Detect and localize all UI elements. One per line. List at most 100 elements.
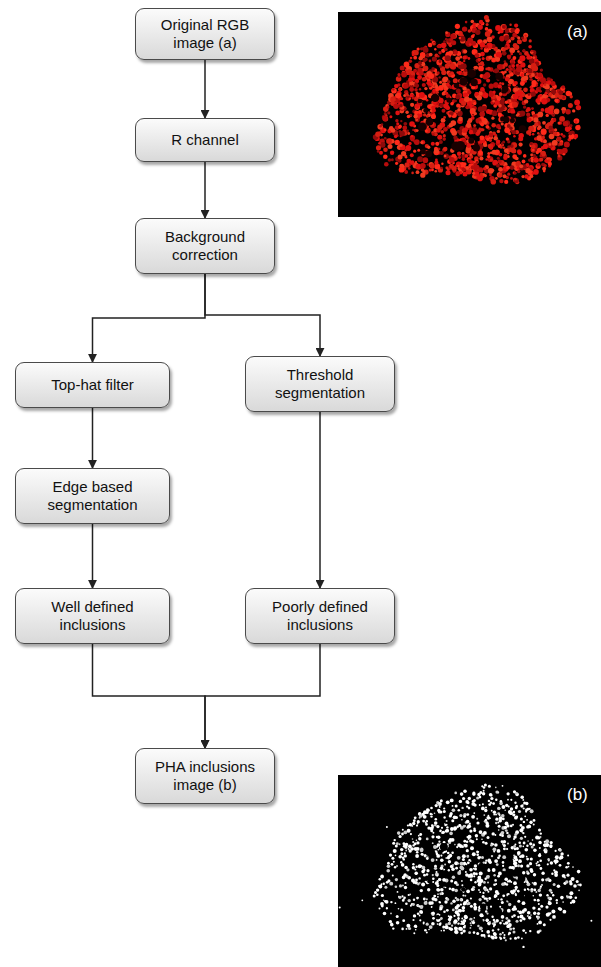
cell-dot [470,905,473,908]
cell-dot [453,826,457,830]
cell-dot [435,170,438,173]
cell-dot [550,120,554,124]
cell-dot [426,118,434,126]
cell-dot [395,902,397,904]
cell-dot [503,937,505,939]
cell-dot [399,835,402,838]
cell-dot [483,881,486,884]
cell-dot [456,104,460,108]
cell-dot [457,871,461,875]
cell-dot [502,86,509,93]
cell-dot [491,916,493,918]
cell-dot [429,60,432,63]
cell-dot [476,818,478,820]
cell-dot [514,81,518,85]
cell-dot [558,90,563,95]
cell-dot [531,50,533,52]
cell-dot [559,908,562,911]
cell-dot [462,152,465,155]
cell-dot [480,111,485,116]
cell-dot [478,889,480,891]
cell-dot [493,847,497,851]
cell-dot [499,906,501,908]
cell-dot [445,925,449,929]
cell-dot [388,158,392,162]
cell-dot [498,104,502,108]
cell-dot [446,112,449,115]
cell-dot [504,62,508,66]
cell-dot [536,151,539,154]
cell-dot [393,849,397,853]
cell-dot [536,87,541,92]
cell-dot [506,137,509,140]
cell-dot [462,158,465,161]
cell-dot [449,44,452,47]
cell-dot [415,161,417,163]
cell-dot [475,53,480,58]
cell-dot [379,908,381,910]
cell-dot [414,872,418,876]
cell-dot [475,834,478,837]
cell-dot [450,812,453,815]
cell-dot [495,177,498,180]
cell-dot [497,130,500,133]
cell-dot [544,84,547,87]
cell-dot [534,137,537,140]
cell-dot [432,917,435,920]
cell-dot [410,160,415,165]
cell-dot [442,137,446,141]
cell-dot [395,119,398,122]
cell-dot [491,179,497,185]
cell-dot [415,866,417,868]
cell-dot [436,888,440,892]
cell-dot [520,804,523,807]
cell-dot [465,21,468,24]
cell-dot [498,108,503,113]
cell-dot [504,117,510,123]
cell-dot [537,899,540,902]
cell-dot [503,156,508,161]
cell-dot [543,144,548,149]
cell-dot [479,913,483,917]
cell-dot [517,150,522,155]
cell-dot [432,90,435,93]
cell-dot [477,925,479,927]
cell-dot [478,150,483,155]
cell-dot [422,83,426,87]
cell-dot [504,180,508,184]
cell-dot [496,54,499,57]
cell-dot [489,84,494,89]
cell-dot [578,889,580,891]
cell-dot [562,110,566,114]
cell-dot [463,840,466,843]
cell-dot [494,82,498,86]
cell-dot [387,105,390,108]
cell-dot [509,68,512,71]
cell-dot [480,47,483,50]
cell-dot [455,56,460,61]
cell-dot [471,100,476,105]
cell-dot [454,792,457,795]
cell-dot [489,174,492,177]
cell-dot [438,901,440,903]
cell-dot [473,124,476,127]
cell-dot [390,97,396,103]
cell-dot [514,178,519,183]
cell-dot [465,105,469,109]
cell-dot [438,51,441,54]
cell-dot [450,827,454,831]
cell-dot [487,36,493,42]
cell-dot [531,73,535,77]
cell-dot [494,859,498,863]
cell-dot [385,104,389,108]
cell-dot [473,25,476,28]
cell-dot [419,915,421,917]
cell-dot [445,32,450,37]
cell-dot [538,908,541,911]
cell-dot [449,888,451,890]
cell-dot [426,869,429,872]
cell-dot [524,34,526,36]
cell-dot [408,899,411,902]
cell-dot [547,897,550,900]
cell-dot [516,66,522,72]
